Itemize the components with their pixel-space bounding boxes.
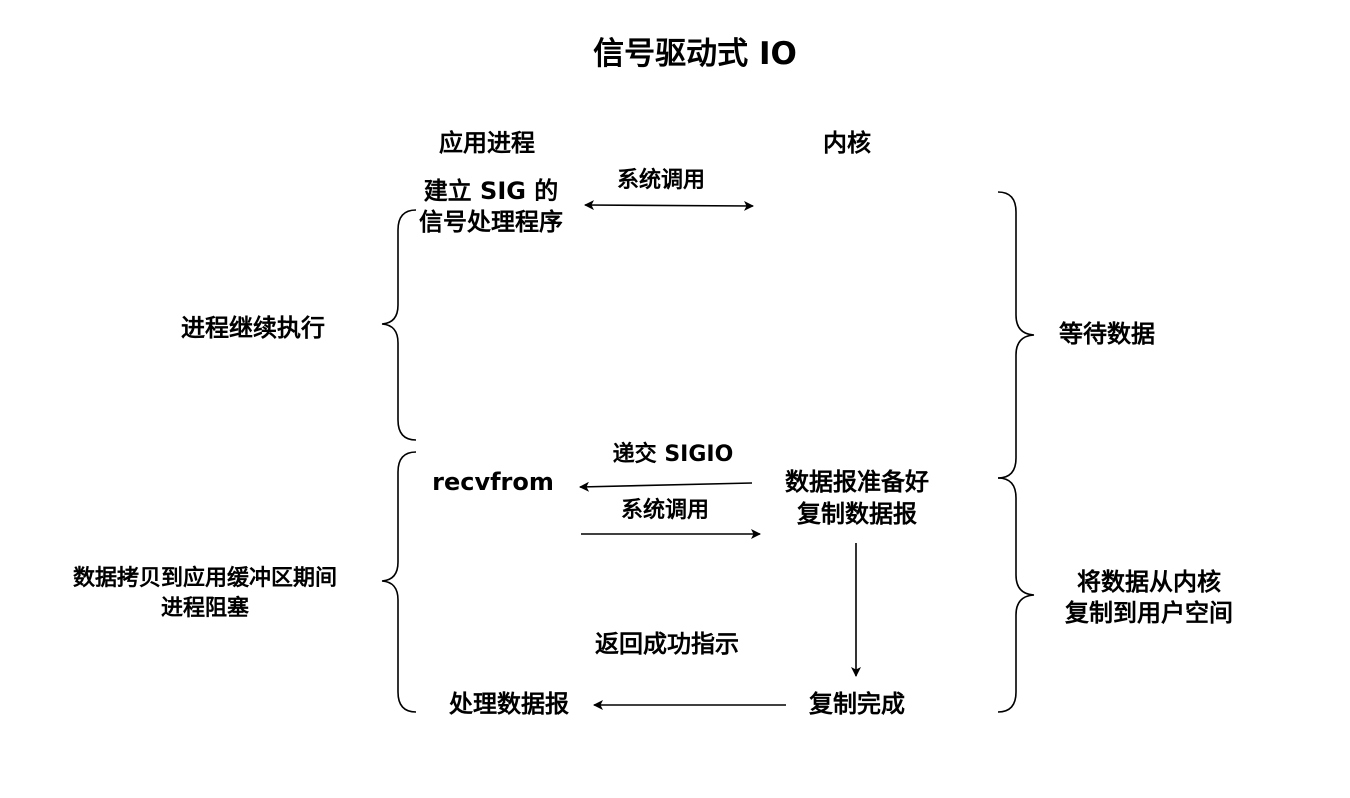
diagram-title: 信号驱动式 IO (593, 36, 797, 72)
process-continues-label: 进程继续执行 (181, 314, 325, 342)
copy-done-label: 复制完成 (809, 690, 905, 718)
setup-handler-line2: 信号处理程序 (419, 208, 563, 236)
datagram-ready-line1: 数据报准备好 (785, 468, 929, 496)
left-brace-blocked (381, 451, 417, 713)
app-process-header: 应用进程 (439, 129, 535, 157)
syscall1-label: 系统调用 (616, 168, 706, 193)
blocked-copy-line2: 进程阻塞 (160, 596, 250, 621)
deliver-sigio-arrow (579, 481, 753, 492)
return-success-label: 返回成功指示 (595, 630, 739, 658)
process-datagram-label: 处理数据报 (449, 690, 569, 718)
left-brace-continue (381, 209, 417, 441)
blocked-copy-line1: 数据拷贝到应用缓冲区期间 (72, 566, 338, 591)
recvfrom-label: recvfrom (432, 468, 554, 496)
deliver-sigio-label: 递交 SIGIO (612, 442, 734, 467)
copy-to-user-line1: 将数据从内核 (1077, 568, 1221, 596)
right-brace-wait (997, 191, 1035, 479)
copy-to-user-line2: 复制到用户空间 (1065, 599, 1233, 627)
right-brace-copy (997, 477, 1035, 713)
kernel-header: 内核 (823, 129, 871, 157)
syscall2-label: 系统调用 (620, 498, 710, 523)
syscall1-arrow (584, 200, 754, 211)
setup-handler-line1: 建立 SIG 的 (423, 177, 559, 205)
datagram-ready-line2: 复制数据报 (797, 500, 917, 528)
wait-data-label: 等待数据 (1059, 320, 1155, 348)
